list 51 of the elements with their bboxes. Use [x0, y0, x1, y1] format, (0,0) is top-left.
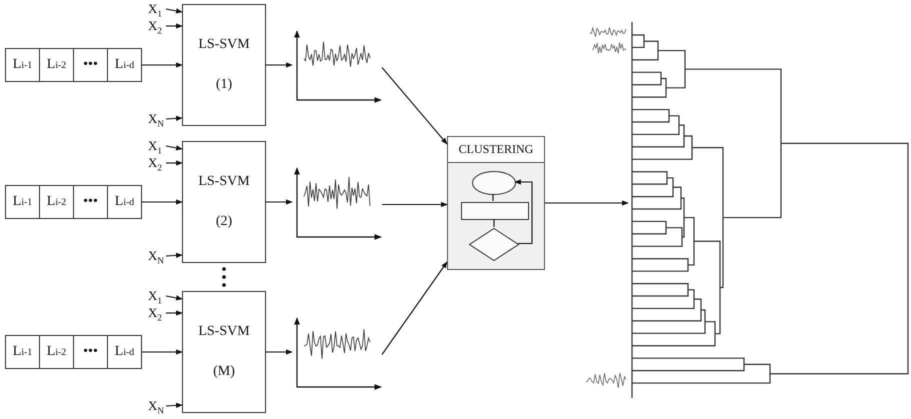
arrow: [142, 199, 183, 205]
input-label: X$_{N}$: [148, 111, 166, 127]
arrow: [166, 23, 183, 29]
input-label: X$_{N}$: [148, 398, 166, 414]
vector-cell: •••: [73, 335, 108, 369]
model-name: LS-SVM: [198, 37, 250, 53]
arrow: [166, 310, 183, 316]
panel-title: CLUSTERING: [448, 137, 544, 163]
input-label: X$_{2}$: [148, 18, 166, 34]
arrow: [166, 116, 183, 121]
clustering-panel: [447, 136, 545, 270]
arrow: [382, 202, 448, 208]
model-box: [182, 141, 266, 263]
arrow: [266, 349, 293, 355]
arrow: [166, 145, 183, 150]
model-number: (M): [213, 364, 235, 380]
model-box: [182, 4, 266, 126]
arrow: [166, 252, 183, 258]
model-name: LS-SVM: [198, 174, 250, 190]
input-label: X$_{1}$: [148, 288, 166, 304]
arrow: [166, 8, 183, 14]
arrow: [142, 349, 183, 355]
process-rectangle: [461, 202, 529, 220]
arrow: [142, 62, 183, 68]
model-box: [182, 291, 266, 413]
connector-line: [492, 194, 494, 201]
arrow: [166, 402, 183, 408]
model-number: (1): [216, 77, 232, 93]
arrow: [266, 62, 293, 68]
vector-cell: •••: [73, 185, 108, 219]
signal-plot: [292, 30, 382, 105]
signal-plot: [292, 167, 382, 242]
model-name: LS-SVM: [198, 324, 250, 340]
arrow: [545, 200, 629, 206]
ellipse-shape: [472, 171, 516, 195]
arrow: [166, 160, 183, 166]
arrow: [514, 179, 533, 244]
arrow: [382, 261, 448, 355]
input-label: X$_{1}$: [148, 138, 166, 154]
arrow: [166, 295, 183, 300]
input-label: X$_{2}$: [148, 155, 166, 171]
arrow: [382, 67, 448, 144]
model-number: (2): [216, 214, 232, 230]
signal-plot: [292, 317, 382, 392]
input-label: X$_{2}$: [148, 305, 166, 321]
connector-line: [493, 219, 495, 227]
decision-diamond: [469, 228, 519, 261]
input-label: X$_{1}$: [148, 1, 166, 17]
vector-cell: •••: [73, 48, 108, 82]
arrow: [266, 199, 293, 205]
input-label: X$_{N}$: [148, 248, 166, 264]
